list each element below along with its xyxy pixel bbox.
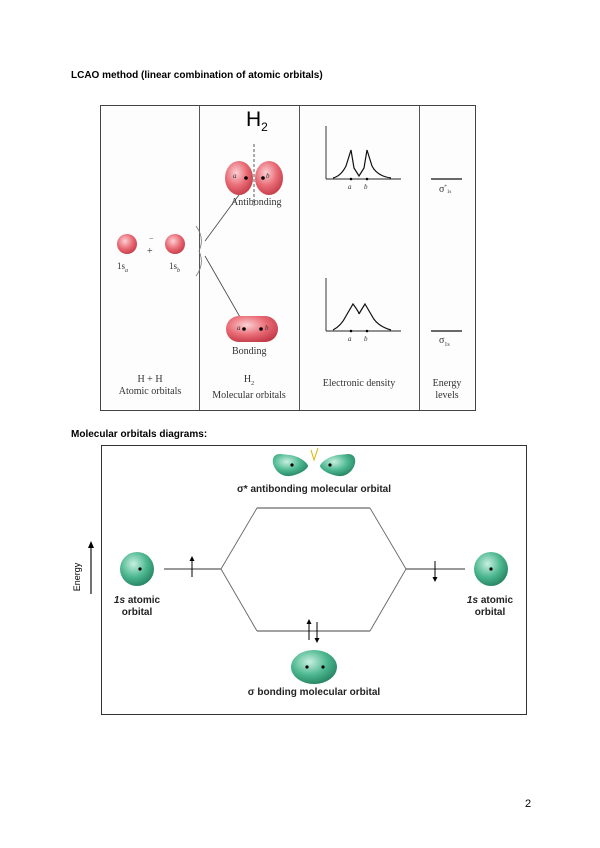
arrow-to-bonding [204, 255, 245, 325]
density-axis-b-label: b [364, 183, 368, 191]
correlation-line [369, 507, 407, 570]
bonding-lobe-b-label: b [265, 324, 269, 332]
bonding-mo-label: σ bonding molecular orbital [247, 687, 381, 698]
lcao-figure: H2 [100, 105, 476, 411]
left-atomic-orbital [120, 552, 154, 586]
antibonding-lobe-b-label: b [266, 172, 270, 180]
electronic-density-caption: Electronic density [322, 378, 396, 389]
atomic-orbital-a [117, 234, 137, 254]
antibonding-mo-label: σ* antibonding molecular orbital [236, 484, 392, 495]
arrowhead [306, 619, 312, 624]
energy-axis-arrow [88, 541, 94, 594]
orbital-1sb-label: 1sb [169, 261, 181, 274]
bonding-molecular-orbital [291, 650, 337, 684]
node-marker [310, 447, 319, 462]
sigma-1s-label: σ1s [439, 335, 450, 348]
left-atomic-orbital-label: 1s atomic orbital [113, 595, 161, 618]
nucleus-dot [242, 327, 246, 331]
bonding-density-curve [332, 302, 392, 331]
nucleus-dot [290, 463, 294, 467]
atomic-orbital-b [165, 234, 185, 254]
mo-diagrams-heading: Molecular orbitals diagrams: [71, 429, 208, 440]
right-atomic-orbital-label: 1s atomic orbital [466, 595, 514, 618]
molecular-orbitals-caption: H2 Molecular orbitals [212, 374, 286, 401]
correlation-line [369, 568, 407, 632]
antibonding-lobe-left [272, 454, 308, 477]
nucleus-dot [244, 176, 248, 180]
nucleus-dot [138, 567, 142, 571]
h2-title: H2 [246, 108, 268, 135]
column-divider [419, 106, 420, 410]
nucleus-dot [259, 327, 263, 331]
antibonding-label: Antibonding [231, 197, 282, 208]
page-number: 2 [525, 798, 532, 810]
nucleus-dot [321, 665, 325, 669]
axis-point-a [349, 177, 353, 181]
density-axis-a-label: a [348, 183, 352, 191]
column-divider [199, 106, 200, 410]
correlation-line [220, 507, 258, 570]
mo-diagram-figure: σ* antibonding molecular orbital σ bondi… [101, 445, 527, 715]
energy-levels-caption: Energy levels [432, 378, 462, 401]
axis-point-b [365, 177, 369, 181]
nucleus-dot [305, 665, 309, 669]
antibonding-lobe-right [320, 454, 356, 477]
bonding-orbital [226, 316, 278, 342]
arrow-to-antibonding [204, 187, 245, 242]
nucleus-dot [261, 176, 265, 180]
atomic-orbitals-caption: H + H Atomic orbitals [118, 374, 182, 397]
density-axis-b-label: b [364, 335, 368, 343]
arrowhead [432, 577, 438, 582]
density-axis-a-label: a [348, 335, 352, 343]
correlation-line [220, 568, 258, 632]
column-divider [299, 106, 300, 410]
plus-sign: + [147, 246, 153, 257]
antibonding-density-curve [332, 149, 392, 179]
axis-point-a [349, 329, 353, 333]
nucleus-dot [328, 463, 332, 467]
energy-axis-label: Energy [72, 562, 82, 592]
antibonding-lobe-a [225, 161, 253, 195]
minus-sign: − [149, 234, 154, 243]
brace [195, 225, 202, 277]
antibonding-lobe-a-label: a [233, 172, 237, 180]
arrowhead [189, 556, 195, 561]
axis-point-b [365, 329, 369, 333]
bonding-lobe-a-label: a [237, 324, 241, 332]
bonding-label: Bonding [232, 346, 267, 357]
mo-diagram-drawing [120, 447, 508, 684]
nucleus-dot [489, 567, 493, 571]
lcao-heading: LCAO method (linear combination of atomi… [71, 70, 323, 81]
lcao-drawing [117, 126, 462, 342]
arrowhead [314, 638, 320, 643]
orbital-1sa-label: 1sa [117, 261, 129, 274]
sigma-star-1s-label: σ*1s [439, 184, 452, 196]
antibonding-lobe-b [255, 161, 283, 195]
